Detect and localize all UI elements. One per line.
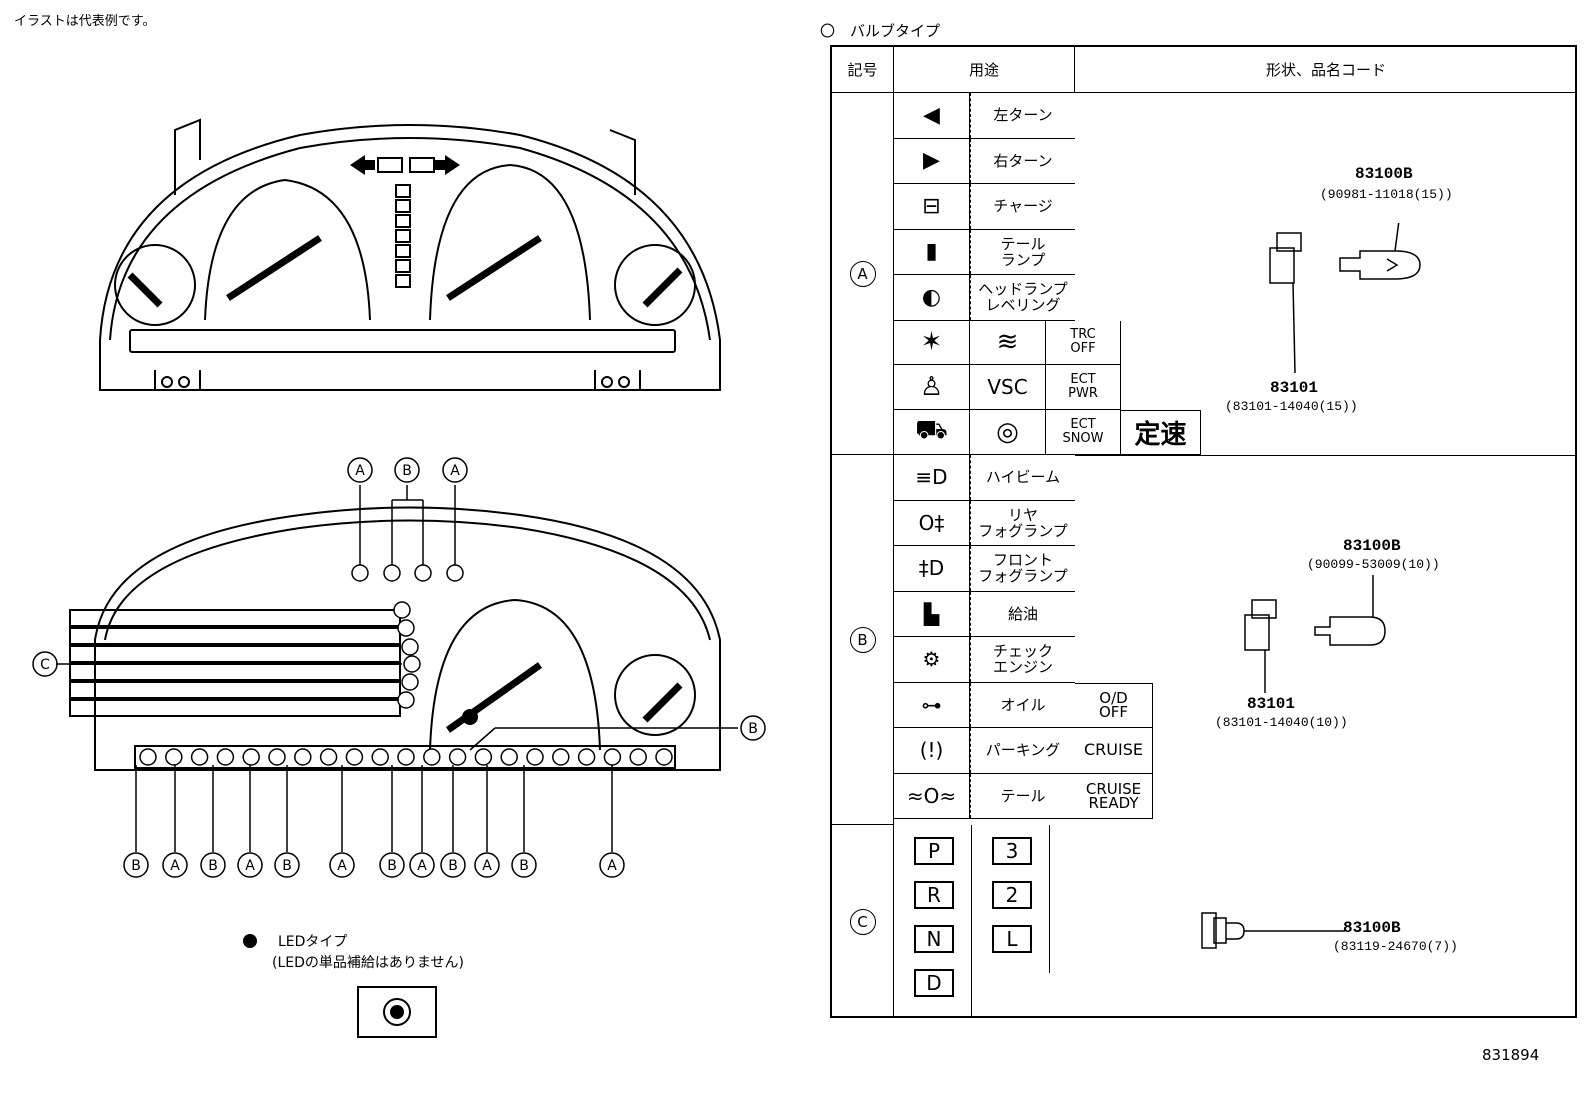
led-type-label: LEDタイプ bbox=[278, 934, 348, 950]
parking-brake-icon: (!) bbox=[894, 728, 970, 773]
callout-c: C bbox=[40, 657, 50, 673]
gear-d: D bbox=[914, 969, 954, 997]
section-b-label: パーキング bbox=[970, 728, 1075, 773]
cluster-illustrations: C B A B A B A B A B A B A B A B A bbox=[32, 118, 766, 878]
section-b-label: ハイビーム bbox=[970, 455, 1075, 500]
headlamp-leveling-icon: ◐ bbox=[894, 275, 970, 320]
section-a-grid-text: TRC OFF bbox=[1046, 320, 1121, 366]
bulb-table: 記号 用途 形状、品名コード A 83100B (90981-11018(15)… bbox=[830, 45, 1577, 1018]
airbag-icon: ✶ bbox=[894, 320, 970, 366]
led-bullet-icon bbox=[243, 934, 257, 948]
callout-top-2: B bbox=[402, 463, 412, 479]
abs-icon: ◎ bbox=[970, 410, 1046, 455]
callout-bottom: B bbox=[519, 858, 529, 874]
callout-b-right: B bbox=[748, 721, 758, 737]
callout-bottom: B bbox=[282, 858, 292, 874]
header-symbol: 記号 bbox=[832, 47, 894, 93]
section-a-row: ▮テール ランプ bbox=[894, 229, 1075, 275]
gear-3: 3 bbox=[992, 837, 1032, 865]
section-a-grid-text: 定速 bbox=[1121, 410, 1201, 455]
gear-column-1 bbox=[894, 825, 972, 1018]
section-a-part: 83100B (90981-11018(15)) 83101 (83101-14… bbox=[1075, 93, 1577, 456]
section-b-label: リヤ フォグランプ bbox=[970, 500, 1075, 545]
section-b-symbol: B bbox=[832, 455, 894, 825]
gear-l: L bbox=[992, 925, 1032, 953]
gear-2: 2 bbox=[992, 881, 1032, 909]
callout-bottom: B bbox=[208, 858, 218, 874]
callout-top-3: A bbox=[450, 463, 460, 479]
section-a-label: 右ターン bbox=[970, 138, 1075, 183]
section-b-row: (!)パーキング bbox=[894, 728, 1075, 774]
section-b-row: ⊶オイル bbox=[894, 682, 1075, 728]
section-b-label: 給油 bbox=[970, 591, 1075, 636]
section-b-part: 83100B (90099-53009(10)) 83101 (83101-14… bbox=[1215, 537, 1440, 730]
section-a-row: ▶右ターン bbox=[894, 138, 1075, 184]
battery-icon: ⊟ bbox=[894, 184, 970, 229]
rear-fog-icon: O‡ bbox=[894, 500, 970, 545]
section-c-symbol: C bbox=[832, 825, 894, 1018]
section-b-label: チェック エンジン bbox=[970, 637, 1075, 682]
section-b-label: テール bbox=[970, 773, 1075, 818]
callout-bottom: B bbox=[131, 858, 141, 874]
gear-n: N bbox=[914, 925, 954, 953]
section-b-row: O‡リヤ フォグランプ bbox=[894, 500, 1075, 546]
tail-icon: ≈O≈ bbox=[894, 773, 970, 818]
section-a-row: ◐ヘッドランプ レベリング bbox=[894, 275, 1075, 321]
section-a-symbol: A bbox=[832, 93, 894, 455]
oil-icon: ⊶ bbox=[894, 682, 970, 727]
check-engine-icon: ⚙ bbox=[894, 637, 970, 682]
gear-p: P bbox=[914, 837, 954, 865]
bulb-type-legend: 〇 バルブタイプ bbox=[820, 22, 941, 40]
fuel-icon: ▙ bbox=[894, 591, 970, 636]
section-b-label: オイル bbox=[970, 682, 1075, 727]
diagram-id: 831894 bbox=[1482, 1046, 1540, 1064]
callout-bottom: A bbox=[607, 858, 617, 874]
tail-lamp-icon: ▮ bbox=[894, 229, 970, 274]
callout-bottom: A bbox=[245, 858, 255, 874]
section-b-row: ⚙チェック エンジン bbox=[894, 637, 1075, 683]
front-fog-icon: ‡D bbox=[894, 546, 970, 591]
led-note: (LEDの単品補給はありません) bbox=[272, 955, 464, 971]
cluster-rear-view bbox=[69, 506, 721, 771]
seatbelt-icon: ♙ bbox=[894, 365, 970, 411]
gear-column-2 bbox=[972, 825, 1050, 973]
callout-bottom: A bbox=[417, 858, 427, 874]
led-icon bbox=[357, 986, 437, 1038]
header-usage: 用途 bbox=[894, 47, 1075, 93]
section-a-grid-text: ECT SNOW bbox=[1046, 410, 1121, 455]
callout-bottom: A bbox=[337, 858, 347, 874]
gear-r: R bbox=[914, 881, 954, 909]
section-a-label: テール ランプ bbox=[970, 229, 1075, 274]
callout-bottom: A bbox=[170, 858, 180, 874]
callout-bottom: B bbox=[387, 858, 397, 874]
skid-icon: ≋ bbox=[970, 320, 1046, 366]
section-a-grid-text: VSC bbox=[970, 365, 1046, 411]
section-a-label: チャージ bbox=[970, 184, 1075, 229]
section-b-extra: CRUISE bbox=[1075, 728, 1153, 774]
section-c-part: 83100B (83119-24670(7)) bbox=[1075, 825, 1577, 1018]
section-b-row: ≈O≈テール bbox=[894, 773, 1075, 819]
header-shape: 形状、品名コード bbox=[1075, 47, 1577, 93]
callout-top-1: A bbox=[355, 463, 365, 479]
section-b-extra: CRUISE READY bbox=[1075, 773, 1153, 819]
section-a-label: ヘッドランプ レベリング bbox=[970, 275, 1075, 320]
section-a-label: 左ターン bbox=[970, 93, 1075, 138]
door-open-icon: ⛟ bbox=[894, 410, 970, 455]
callout-bottom: B bbox=[448, 858, 458, 874]
illustration-note: イラストは代表例です。 bbox=[14, 14, 156, 29]
callout-bottom: A bbox=[482, 858, 492, 874]
section-b-extra: O/D OFF bbox=[1075, 682, 1153, 728]
high-beam-icon: ≡D bbox=[894, 455, 970, 500]
section-b-label: フロント フォグランプ bbox=[970, 546, 1075, 591]
section-a-grid-text: ECT PWR bbox=[1046, 365, 1121, 411]
section-b-row: ▙給油 bbox=[894, 591, 1075, 637]
section-a-row: ◀左ターン bbox=[894, 93, 1075, 139]
right-arrow-icon: ▶ bbox=[894, 138, 970, 183]
cluster-front-view bbox=[99, 118, 721, 391]
left-arrow-icon: ◀ bbox=[894, 93, 970, 138]
section-a-row: ⊟チャージ bbox=[894, 184, 1075, 230]
